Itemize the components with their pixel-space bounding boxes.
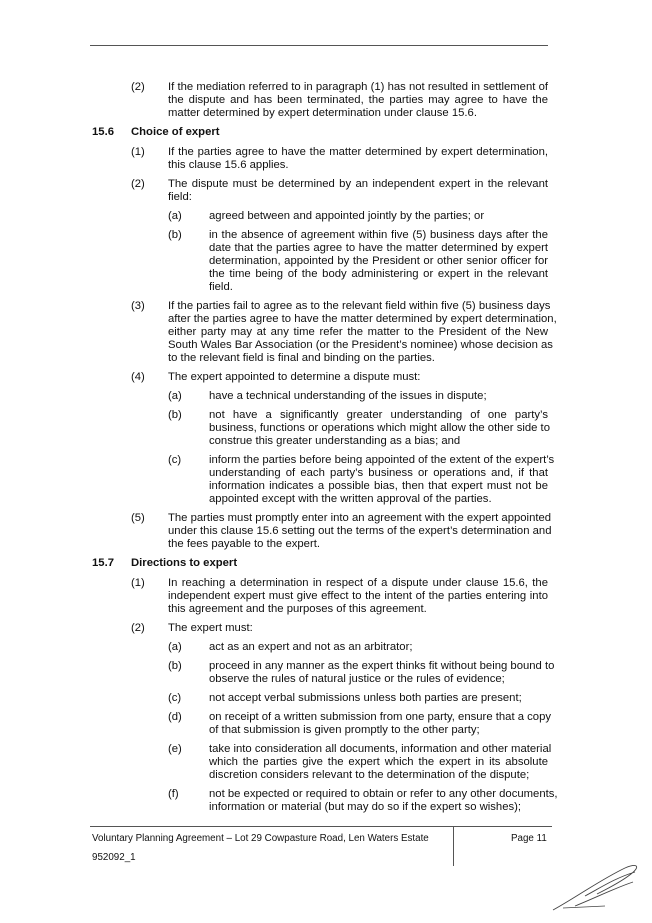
text-line: information or material (but may do so i… xyxy=(209,801,522,813)
text-line: information indicates a possible bias, t… xyxy=(209,480,548,492)
text-line: this agreement and the purposes of this … xyxy=(168,603,427,615)
footer-rule xyxy=(90,826,552,827)
text-line: The expert must: xyxy=(168,622,253,634)
text-line: this clause 15.6 applies. xyxy=(168,159,289,171)
para-label: (2) xyxy=(131,622,145,634)
para-label: (5) xyxy=(131,512,145,524)
section-heading: Directions to expert xyxy=(131,557,238,569)
subpara-label: (a) xyxy=(168,641,182,653)
text-line: field: xyxy=(168,191,192,203)
text-line: inform the parties before being appointe… xyxy=(209,454,555,466)
subpara-label: (a) xyxy=(168,390,182,402)
text-line: If the parties fail to agree as to the r… xyxy=(168,300,551,312)
text-line: The parties must promptly enter into an … xyxy=(168,512,552,524)
text-line: business, functions or operations which … xyxy=(209,422,550,434)
text-line: on receipt of a written submission from … xyxy=(209,711,552,723)
text-line: South Wales Bar Association (or the Pres… xyxy=(168,339,553,351)
text-line: understanding of each party’s business o… xyxy=(209,467,548,479)
signature-mark xyxy=(552,865,638,911)
text-line: matter determined by expert determinatio… xyxy=(168,107,477,119)
subpara-label: (b) xyxy=(168,409,182,421)
para-label: (2) xyxy=(131,178,145,190)
text-line: If the parties agree to have the matter … xyxy=(168,146,548,158)
para-label: (3) xyxy=(131,300,145,312)
para-label: (2) xyxy=(131,81,145,93)
section-heading: Choice of expert xyxy=(131,126,220,138)
footer-title: Voluntary Planning Agreement – Lot 29 Co… xyxy=(92,833,429,844)
text-line: date that the parties agree to have the … xyxy=(209,242,548,254)
text-line: observe the rules of natural justice or … xyxy=(209,673,505,685)
text-line: take into consideration all documents, i… xyxy=(209,743,552,755)
text-line: The expert appointed to determine a disp… xyxy=(168,371,421,383)
text-line: of that submission is given promptly to … xyxy=(209,724,480,736)
text-line: appointed except with the written approv… xyxy=(209,493,492,505)
text-line: In reaching a determination in respect o… xyxy=(168,577,548,589)
text-line: which the parties give the expert which … xyxy=(209,756,548,768)
subpara-label: (f) xyxy=(168,788,179,800)
text-line: the time being of the body administering… xyxy=(209,268,548,280)
text-line: determination, appointed by the Presiden… xyxy=(209,255,548,267)
subpara-label: (d) xyxy=(168,711,182,723)
text-line: the dispute and has been terminated, the… xyxy=(168,94,548,106)
text-line: agreed between and appointed jointly by … xyxy=(209,210,485,222)
subpara-label: (c) xyxy=(168,692,182,704)
text-line: either party may at any time refer the m… xyxy=(168,326,548,338)
subpara-label: (b) xyxy=(168,660,182,672)
subpara-label: (e) xyxy=(168,743,182,755)
text-line: If the mediation referred to in paragrap… xyxy=(168,81,548,93)
text-line: discretion considers relevant to the det… xyxy=(209,769,530,781)
subpara-label: (b) xyxy=(168,229,182,241)
footer-page-number: Page 11 xyxy=(511,833,547,844)
footer-doc-number: 952092_1 xyxy=(92,852,136,863)
text-line: field. xyxy=(209,281,233,293)
text-line: have a technical understanding of the is… xyxy=(209,390,487,402)
text-line: after the parties agree to have the matt… xyxy=(168,313,557,325)
para-label: (4) xyxy=(131,371,145,383)
header-rule xyxy=(90,45,548,46)
text-line: to the relevant field is final and bindi… xyxy=(168,352,435,364)
para-label: (1) xyxy=(131,146,145,158)
text-line: act as an expert and not as an arbitrato… xyxy=(209,641,413,653)
text-line: not accept verbal submissions unless bot… xyxy=(209,692,522,704)
text-line: not be expected or required to obtain or… xyxy=(209,788,558,800)
text-line: The dispute must be determined by an ind… xyxy=(168,178,548,190)
text-line: in the absence of agreement within five … xyxy=(209,229,548,241)
clause-number: 15.7 xyxy=(92,557,114,569)
subpara-label: (c) xyxy=(168,454,182,466)
text-line: construe this greater understanding as a… xyxy=(209,435,461,447)
text-line: proceed in any manner as the expert thin… xyxy=(209,660,555,672)
footer-divider xyxy=(453,826,454,866)
text-line: under this clause 15.6 setting out the t… xyxy=(168,525,552,537)
text-line: the fees payable to the expert. xyxy=(168,538,320,550)
text-line: independent expert must give effect to t… xyxy=(168,590,548,602)
para-label: (1) xyxy=(131,577,145,589)
subpara-label: (a) xyxy=(168,210,182,222)
clause-number: 15.6 xyxy=(92,126,114,138)
text-line: not have a significantly greater underst… xyxy=(209,409,548,421)
